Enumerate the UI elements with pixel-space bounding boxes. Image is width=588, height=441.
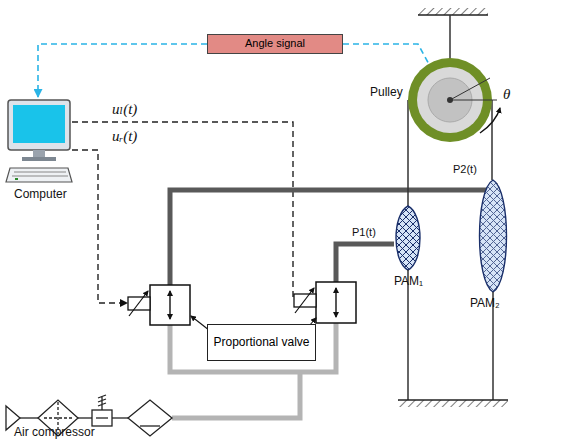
drawing-path [396,206,420,270]
computer-icon [6,100,72,182]
drawing-line [418,14,488,15]
drawing-line [44,417,72,418]
drawing-line [491,100,493,180]
drawing-line [169,291,170,319]
drawing-rect [33,150,45,158]
label-box: Proportional valve [207,324,316,361]
pressure-label: P2(t) [453,163,477,175]
pam-1 [396,206,420,270]
drawing-rect [13,105,65,143]
drawing-rect [418,8,488,15]
drawing-path [170,183,495,285]
drawing-path [480,108,500,133]
part-label: PAM₂ [470,296,500,310]
drawing-line [450,78,490,100]
pressure-label: P1(t) [352,226,376,238]
signal-box: Angle signal [207,34,343,54]
drawing-path [128,400,172,436]
drawing-line [20,417,38,418]
drawing-rect [92,410,112,426]
drawing-path [172,372,300,418]
drawing-line [140,425,160,426]
drawing-path [170,323,336,372]
drawing-line [295,288,314,313]
drawing-path [72,150,127,303]
drawing-line [129,291,148,316]
drawing-line [78,417,92,418]
drawing-rect [316,282,356,323]
signal-name: uₗ(t) [112,100,137,118]
pam-2 [480,180,507,292]
drawing-rect [8,100,70,150]
box-text: Proportional valve [213,335,309,349]
drawing-path [6,168,72,182]
box-text: Angle signal [245,37,305,50]
drawing-line [335,288,336,317]
part-label: Pulley [370,85,403,99]
drawing-path [72,122,308,300]
drawing-path [480,180,507,292]
drawing-path [396,206,420,270]
drawing-path [336,244,394,282]
drawing-rect [398,400,508,407]
part-label: PAM₁ [394,274,423,288]
device-label: Air compressor [14,425,95,439]
drawing-line [112,417,128,418]
drawing-line [96,417,108,418]
proportional-valve-right [294,282,356,323]
drawing-line [450,100,497,101]
angle-symbol: θ [503,86,510,103]
signal-name: uᵣ(t) [112,128,137,145]
drawing-rect [22,157,56,161]
drawing-path [12,172,68,176]
drawing-path [38,44,207,97]
drawing-path [480,180,507,292]
drawing-rect [15,178,18,180]
drawing-rect [150,285,190,325]
proportional-valve-left [128,285,190,325]
drawing-line [407,270,409,400]
drawing-path [98,395,106,410]
device-label: Computer [14,187,67,201]
drawing-line [407,100,409,206]
